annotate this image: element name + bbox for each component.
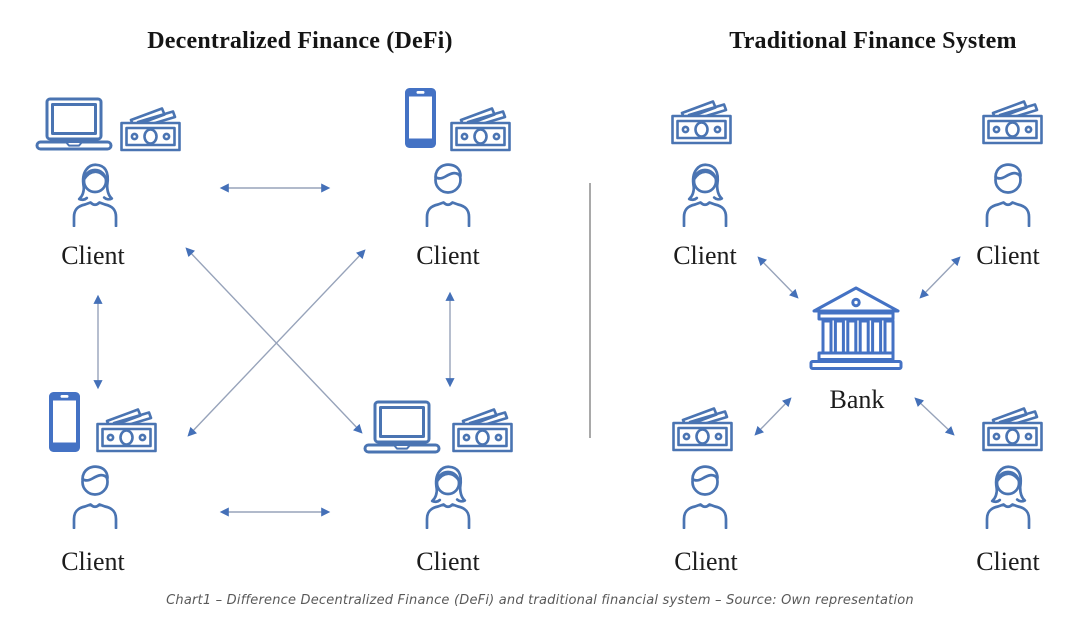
smartphone-icon [404, 87, 437, 149]
defi-panel-title: Decentralized Finance (DeFi) [147, 28, 453, 54]
person-woman-icon [420, 463, 476, 529]
money-icon [672, 406, 734, 452]
arrow-defi-diagonal-tl-br [185, 247, 363, 434]
money-icon [671, 99, 733, 145]
money-icon [120, 106, 182, 152]
arrow-trad-topright-bank [919, 256, 961, 299]
person-man-icon [677, 463, 733, 529]
arrow-trad-bottomleft-bank [754, 397, 792, 436]
client-label: Client [61, 547, 125, 576]
money-icon [96, 407, 158, 453]
person-woman-icon [980, 463, 1036, 529]
traditional-panel-title: Traditional Finance System [729, 28, 1017, 54]
client-label: Client [673, 241, 737, 270]
client-label: Client [416, 547, 480, 576]
person-man-icon [980, 161, 1036, 227]
arrow-defi-diagonal-bl-tr [187, 249, 366, 437]
client-label: Client [674, 547, 738, 576]
laptop-icon [34, 97, 114, 153]
person-woman-icon [677, 161, 733, 227]
money-icon [450, 106, 512, 152]
client-label: Client [976, 241, 1040, 270]
client-label: Client [416, 241, 480, 270]
person-man-icon [67, 463, 123, 529]
arrow-trad-bottomright-bank [914, 397, 955, 436]
client-label: Client [976, 547, 1040, 576]
money-icon [982, 406, 1044, 452]
client-label: Client [61, 241, 125, 270]
laptop-icon [362, 400, 442, 456]
smartphone-icon [48, 391, 81, 453]
money-icon [982, 99, 1044, 145]
bank-icon [806, 282, 906, 377]
bank-label: Bank [829, 385, 885, 414]
person-man-icon [420, 161, 476, 227]
chart-caption: Chart1 – Difference Decentralized Financ… [166, 593, 914, 608]
money-icon [452, 407, 514, 453]
person-woman-icon [67, 161, 123, 227]
arrow-trad-topleft-bank [757, 256, 799, 299]
